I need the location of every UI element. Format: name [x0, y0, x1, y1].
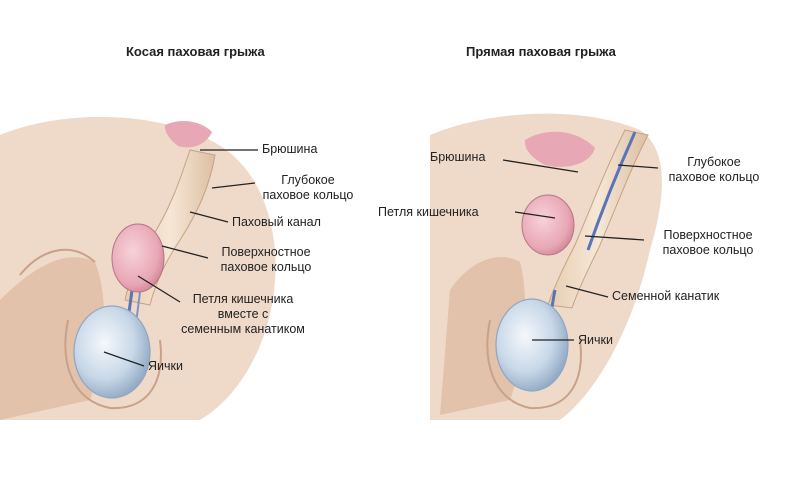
right-label-deep-ring-line2: паховое кольцо [668, 170, 760, 184]
right-panel-title: Прямая паховая грыжа [466, 44, 616, 59]
left-label-deep-ring-line2: паховое кольцо [262, 188, 354, 202]
right-anatomy [430, 113, 662, 421]
left-label-superficial-ring-line1: Поверхностное [221, 245, 311, 259]
right-label-deep-ring-line1: Глубокое [687, 155, 741, 169]
left-label-testis: Яички [148, 359, 183, 373]
left-panel-title: Косая паховая грыжа [126, 44, 265, 59]
right-label-superficial-ring-line1: Поверхностное [663, 228, 753, 242]
left-label-loop-line3: семенным канатиком [181, 322, 305, 336]
right-label-loop: Петля кишечника [378, 205, 479, 219]
left-label-loop-line1: Петля кишечника [192, 292, 294, 306]
right-label-testis: Яички [578, 333, 613, 347]
left-label-inguinal-canal: Паховый канал [232, 215, 321, 229]
right-leader-lines [502, 159, 659, 341]
right-label-spermatic-cord: Семенной канатик [612, 289, 720, 303]
left-label-deep-ring: Глубокое паховое кольцо [258, 173, 358, 203]
left-label-loop: Петля кишечника вместе с семенным канати… [168, 292, 318, 337]
right-label-peritoneum: Брюшина [430, 150, 486, 164]
left-label-loop-line2: вместе с [217, 307, 269, 321]
left-label-peritoneum: Брюшина [262, 142, 318, 156]
right-label-superficial-ring: Поверхностное паховое кольцо [648, 228, 768, 258]
left-leader-lines [103, 149, 258, 367]
left-label-superficial-ring: Поверхностное паховое кольцо [210, 245, 322, 275]
left-label-deep-ring-line1: Глубокое [281, 173, 335, 187]
left-label-superficial-ring-line2: паховое кольцо [220, 260, 312, 274]
left-anatomy [0, 116, 276, 420]
right-label-deep-ring: Глубокое паховое кольцо [660, 155, 768, 185]
right-label-superficial-ring-line2: паховое кольцо [662, 243, 754, 257]
